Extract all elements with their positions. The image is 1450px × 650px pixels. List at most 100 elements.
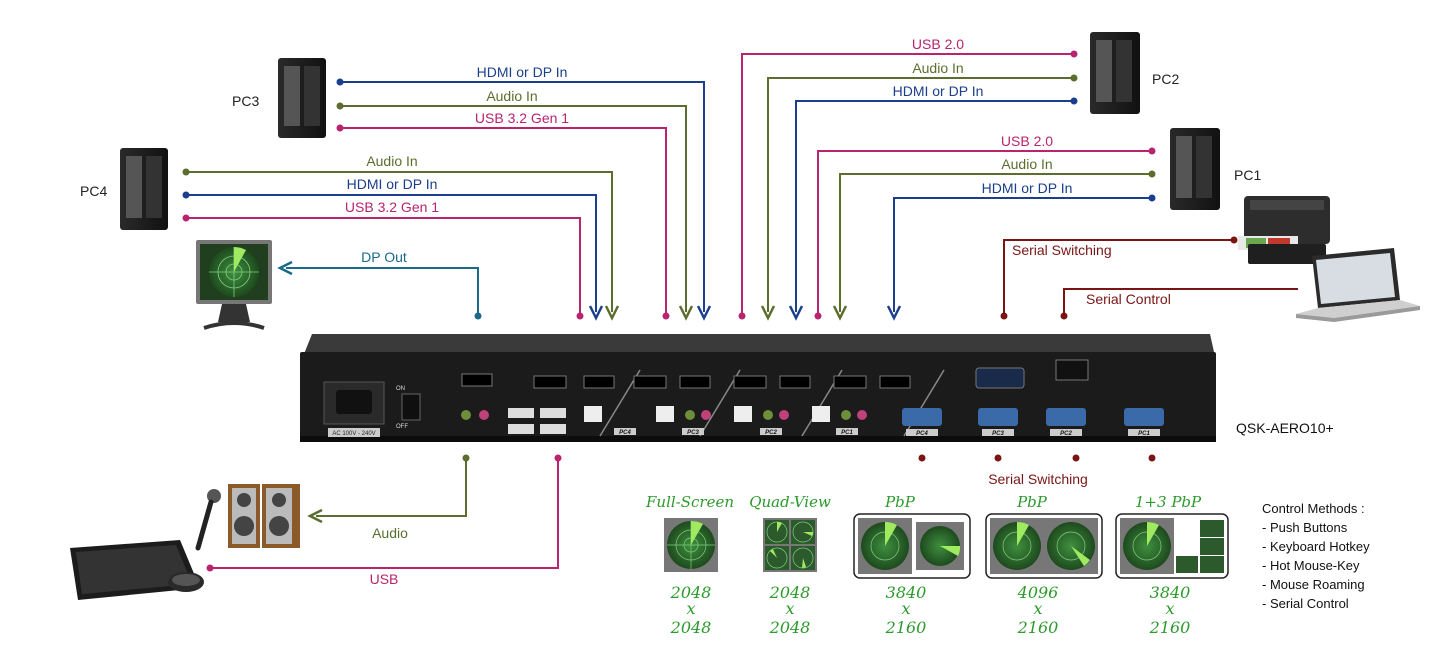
control-methods-title: Control Methods : xyxy=(1262,501,1365,516)
pc4-tower-icon xyxy=(120,148,168,230)
pc4-hdmi-cable xyxy=(186,194,597,312)
mode-1-plus-3-pbp: 1+3 PbP 3840 x 2160 xyxy=(1115,493,1229,637)
kvm-device: AC 100V - 240V ON OFF PC4 PC3 xyxy=(300,334,1216,442)
mode-res-height: 2160 xyxy=(1149,618,1191,637)
mode-res-width: 2048 xyxy=(769,583,811,602)
pc1-port-tag xyxy=(836,428,858,435)
mouse-icon xyxy=(168,572,204,592)
mode-quad-view: Quad-View 2048 x 2048 xyxy=(749,493,831,637)
mode-name: Full-Screen xyxy=(645,493,734,511)
pc3-port-tag xyxy=(682,428,704,435)
dp-out-arrow-icon xyxy=(277,260,293,276)
pc4-usb-cable xyxy=(186,217,581,314)
pc2-hdmi-dot xyxy=(1070,97,1078,105)
mode-res-x: x xyxy=(1165,599,1174,618)
pc3-serial-port xyxy=(978,408,1018,426)
pc1-hdmi-arrow-icon xyxy=(886,305,902,321)
pc4-hdmi-arrow-icon xyxy=(588,305,604,321)
pc2-usb-b-port xyxy=(734,406,752,422)
pc3-audio-dot xyxy=(336,102,344,110)
console-audio-jack xyxy=(461,410,471,420)
pc3-usb-b-port xyxy=(656,406,674,422)
pc2-audio-label: Audio In xyxy=(912,60,963,76)
pc4-audio-arrow-icon xyxy=(604,305,620,321)
serial-switching-bottom-label: Serial Switching xyxy=(988,471,1088,487)
console-usb-port xyxy=(508,424,534,434)
pc1-usb-dot xyxy=(1148,147,1156,155)
pc4-audio-label: Audio In xyxy=(366,153,417,169)
pc1-usb-b-port xyxy=(812,406,830,422)
mode-res-height: 2048 xyxy=(769,618,811,637)
pc4-port-tag xyxy=(614,428,636,435)
audio-out-arrow-icon xyxy=(307,508,323,524)
pc2-audio-arrow-icon xyxy=(760,305,776,321)
serial-control-port xyxy=(975,367,1025,389)
mode-res-width: 3840 xyxy=(886,583,927,602)
pc4-usb-dot xyxy=(182,214,190,222)
pc4-dp-port xyxy=(533,375,567,389)
model-label: QSK-AERO10+ xyxy=(1236,420,1334,436)
microphone-icon xyxy=(195,489,221,551)
pc4-usb-label: USB 3.2 Gen 1 xyxy=(345,199,439,215)
serial-control-label: Serial Control xyxy=(1086,291,1171,307)
pc1-usb-label: USB 2.0 xyxy=(1001,133,1053,149)
pc3-hdmi-port xyxy=(679,375,711,389)
dp-out-cable xyxy=(286,267,479,314)
control-method-item: - Push Buttons xyxy=(1262,520,1348,535)
pc1-label: PC1 xyxy=(1234,167,1261,183)
pc1-port-label: PC1 xyxy=(841,430,853,436)
pc3-label: PC3 xyxy=(232,93,259,109)
pc2-audio-dot xyxy=(1070,74,1078,82)
console-mic-jack xyxy=(479,410,489,420)
pc2-serial-port xyxy=(1046,408,1086,426)
pc2-usb-cable xyxy=(741,53,1074,314)
pc2-port-tag xyxy=(760,428,782,435)
mode-name: Quad-View xyxy=(749,493,831,511)
mode-name: 1+3 PbP xyxy=(1135,493,1202,511)
pc3-hdmi-arrow-icon xyxy=(696,305,712,321)
pc1-serial-label: PC1 xyxy=(1138,431,1150,437)
pc3-hdmi-cable xyxy=(340,81,705,312)
pc1-hdmi-label: HDMI or DP In xyxy=(982,180,1073,196)
power-switch[interactable] xyxy=(401,393,421,421)
pc1-hdmi-cable xyxy=(893,197,1152,312)
pc3-audio-label: Audio In xyxy=(486,88,537,104)
pc1-dp-port xyxy=(833,375,867,389)
audio-out-cable xyxy=(316,458,467,517)
pc2-audio-cable xyxy=(767,77,1074,312)
mode-full-screen: Full-Screen 2048 x 2048 xyxy=(645,493,734,637)
mode-res-width: 3840 xyxy=(1150,583,1191,602)
pc4-hdmi-dot xyxy=(182,191,190,199)
pc2-port-label: PC2 xyxy=(765,430,777,436)
pc1-audio-arrow-icon xyxy=(832,305,848,321)
pc2-hdmi-arrow-icon xyxy=(788,305,804,321)
printer-icon xyxy=(1238,196,1330,264)
serial-out-dot xyxy=(1072,454,1080,462)
pc4-hdmi-port xyxy=(583,375,615,389)
mode-res-x: x xyxy=(901,599,910,618)
pc1-tower-icon xyxy=(1170,128,1220,210)
lan-port xyxy=(1055,359,1089,381)
mode-name: PbP xyxy=(1016,493,1048,511)
console-usb-port xyxy=(540,408,566,418)
control-methods-list: Control Methods : - Push Buttons - Keybo… xyxy=(1262,501,1370,611)
usb-peripheral-dot xyxy=(206,564,214,572)
mode-pbp-3840: PbP 3840 x 2160 xyxy=(853,493,971,637)
pc2-label: PC2 xyxy=(1152,71,1179,87)
serial-control-cable xyxy=(1063,288,1298,314)
pc3-usb-cable xyxy=(340,127,667,314)
pc4-label: PC4 xyxy=(80,183,107,199)
pc3-audio-cable xyxy=(340,105,687,312)
control-method-item: - Serial Control xyxy=(1262,596,1349,611)
serial-switching-top-label: Serial Switching xyxy=(1012,242,1112,258)
mode-res-width: 4096 xyxy=(1017,583,1059,602)
power-rating-label: AC 100V - 240V xyxy=(332,431,375,437)
dp-out-label: DP Out xyxy=(361,249,407,265)
pc1-audio-cable xyxy=(839,173,1152,312)
mode-res-width: 2048 xyxy=(670,583,712,602)
serial-out-dot xyxy=(994,454,1002,462)
mode-res-height: 2160 xyxy=(1017,618,1059,637)
serial-out-dot xyxy=(1148,454,1156,462)
pc3-usb-label: USB 3.2 Gen 1 xyxy=(475,110,569,126)
